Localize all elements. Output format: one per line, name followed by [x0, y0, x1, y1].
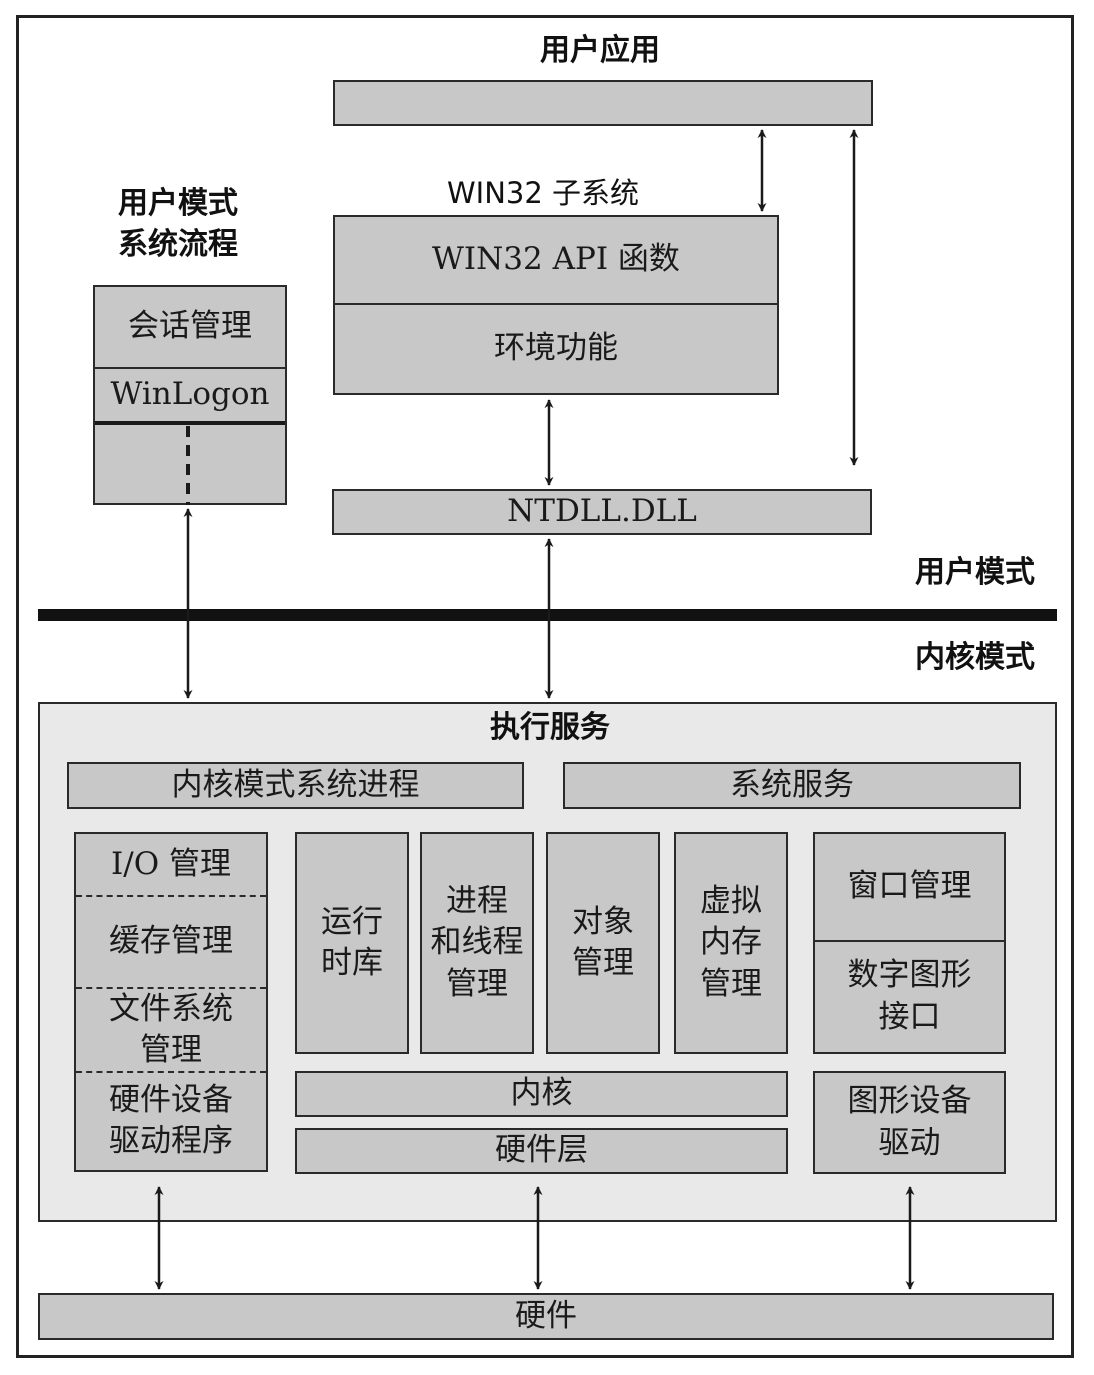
- mode-separator: [38, 609, 1057, 621]
- graphics-device-drivers-box: 图形设备 驱动: [813, 1071, 1006, 1174]
- object-management-box: 对象 管理: [546, 832, 660, 1054]
- ntdll-box: NTDLL.DLL: [332, 489, 872, 535]
- hardware-box: 硬件: [38, 1293, 1054, 1340]
- win32-subsystem-box: WIN32 API 函数 环境功能: [333, 215, 779, 395]
- hardware-layer-box: 硬件层: [295, 1128, 788, 1174]
- kernel-mode-label: 内核模式: [915, 640, 1035, 675]
- cache-management: 缓存管理: [76, 897, 266, 989]
- user-mode-process-box: 会话管理 WinLogon: [93, 285, 287, 505]
- user-mode-process-label: 用户模式 系统流程: [118, 186, 238, 262]
- system-services-box: 系统服务: [563, 762, 1021, 809]
- kernel-system-process-box: 内核模式系统进程: [67, 762, 524, 809]
- session-management: 会话管理: [95, 287, 285, 369]
- io-stack-box: I/O 管理 缓存管理 文件系统 管理 硬件设备 驱动程序: [74, 832, 268, 1172]
- graphics-device-interface: 数字图形 接口: [847, 957, 972, 1035]
- winlogon: WinLogon: [95, 369, 285, 425]
- runtime-library-box: 运行 时库: [295, 832, 409, 1054]
- user-mode-label: 用户模式: [915, 555, 1035, 590]
- environment-functions: 环境功能: [494, 329, 618, 366]
- user-app-label: 用户应用: [540, 33, 660, 68]
- window-gdi-box: 窗口管理 数字图形 接口: [813, 832, 1006, 1054]
- process-thread-management-box: 进程 和线程 管理: [420, 832, 534, 1054]
- io-management: I/O 管理: [76, 834, 266, 897]
- kernel-box: 内核: [295, 1071, 788, 1117]
- win32-api-functions: WIN32 API 函数: [335, 217, 777, 305]
- file-system-management: 文件系统 管理: [76, 989, 266, 1073]
- user-app-box: [333, 80, 873, 126]
- executive-services-label: 执行服务: [490, 710, 610, 745]
- window-management: 窗口管理: [815, 834, 1004, 942]
- virtual-memory-management-box: 虚拟 内存 管理: [674, 832, 788, 1054]
- win32-subsystem-label: WIN32 子系统: [447, 176, 640, 210]
- hardware-device-drivers: 硬件设备 驱动程序: [109, 1081, 233, 1159]
- diagram-frame: [16, 15, 1074, 1358]
